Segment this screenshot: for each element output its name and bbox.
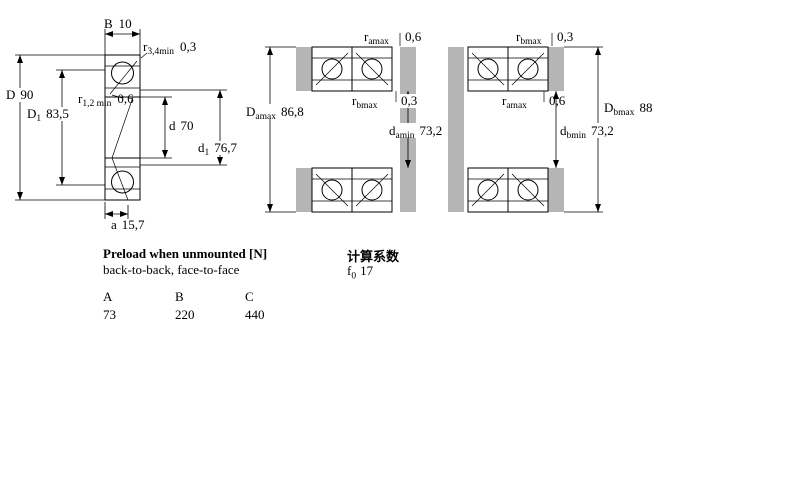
calculation-factors-title: 计算系数 <box>347 249 400 264</box>
ball-top <box>111 61 134 85</box>
dimension-B <box>104 29 141 55</box>
ball-bottom <box>111 170 134 194</box>
bearing-pair <box>467 46 549 213</box>
label-ramax: ramax <box>502 93 527 111</box>
abutment-blocks <box>448 47 564 212</box>
preload-col-a: A <box>103 289 113 304</box>
dimension-d <box>140 96 172 159</box>
bearing-cross-section <box>507 167 549 213</box>
preload-value-c: 440 <box>245 307 265 322</box>
preload-col-b: B <box>175 289 184 304</box>
bearing-cross-section <box>351 167 393 213</box>
bearing-cross-section <box>311 167 353 213</box>
bearing-cross-section <box>507 46 549 92</box>
bearing-pair <box>311 46 393 213</box>
dimension-D1 <box>56 69 105 186</box>
dimension-rbmax: rbmax 0,3 <box>516 29 573 47</box>
bearing-cross-section <box>467 46 509 92</box>
label-rbmax: rbmax <box>516 29 542 47</box>
preload-title: Preload when unmounted [N] <box>103 246 268 261</box>
bearing-cross-section <box>311 46 353 92</box>
value-rbmax: 0,3 <box>557 29 573 44</box>
bearing-body <box>104 54 141 201</box>
preload-subtitle: back-to-back, face-to-face <box>103 262 240 277</box>
dimension-ramax: ramax 0,6 <box>502 91 566 111</box>
dimension-D <box>15 54 105 201</box>
preload-value-b: 220 <box>175 307 195 322</box>
preload-col-c: C <box>245 289 254 304</box>
value-rbmax: 0,3 <box>401 93 417 108</box>
dimension-ramax: ramax 0,6 <box>364 29 422 47</box>
label-rbmax: rbmax <box>352 93 378 111</box>
value-ramax: 0,6 <box>549 93 566 108</box>
preload-value-a: 73 <box>103 307 116 322</box>
leader-r34 <box>140 52 148 59</box>
dimension-a <box>104 202 129 219</box>
leader-r12 <box>111 94 123 99</box>
bearing-cross-section <box>351 46 393 92</box>
bearing-cross-section <box>467 167 509 213</box>
value-ramax: 0,6 <box>405 29 422 44</box>
dimension-rbmax: rbmax 0,3 <box>352 91 425 111</box>
label-ramax: ramax <box>364 29 389 47</box>
